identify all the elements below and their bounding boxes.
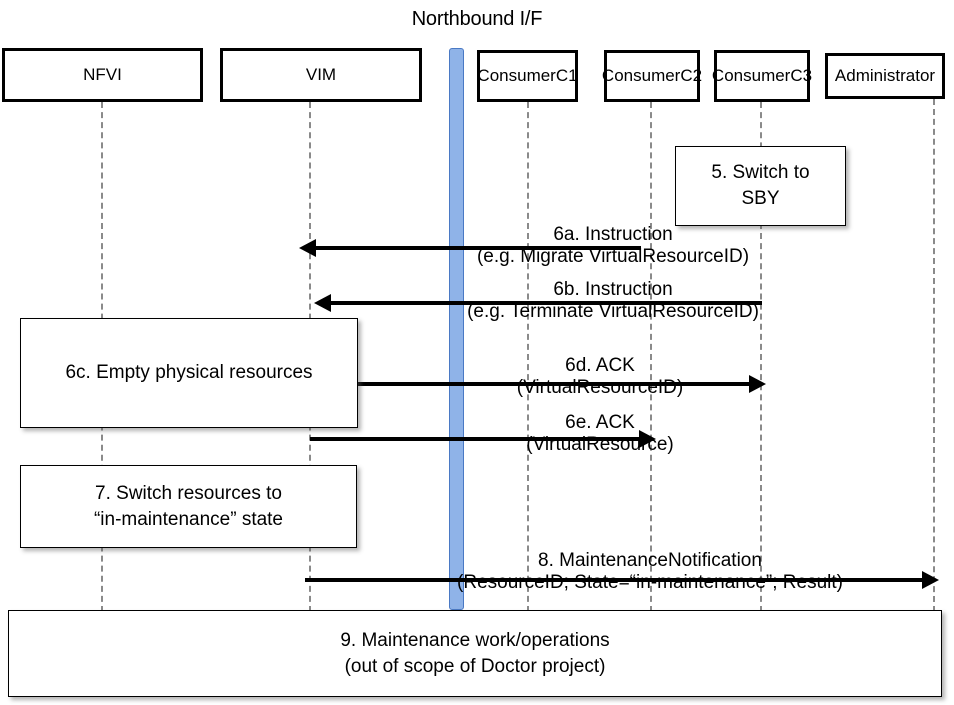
note-7[interactable]: 7. Switch resources to “in-maintenance” s… [20,465,357,548]
message-label-msg-6d: 6d. ACK(VirtualResourceID) [400,355,800,400]
lifeline-admin [933,99,935,612]
note-5[interactable]: 5. Switch to SBY [675,146,846,226]
arrowhead-msg-8 [922,571,939,589]
message-label-line2: (VirtualResource) [526,434,674,456]
message-label-line2: (e.g. Terminate VirtualResourceID) [467,301,759,323]
arrowhead-msg-6a [299,239,316,257]
message-label-line1: 6b. Instruction [553,279,673,300]
actor-label-line1: Consumer [601,66,681,86]
note-line2: SBY [741,188,780,209]
lifeline-c3 [760,102,762,612]
message-label-msg-6a: 6a. Instruction(e.g. Migrate VirtualReso… [333,224,893,269]
message-line-msg-6b [318,301,762,305]
note-line1: 7. Switch resources to [95,482,282,504]
arrowhead-msg-6b [314,294,331,312]
message-label-msg-6e: 6e. ACK(VirtualResource) [400,412,800,457]
message-label-line1: 6a. Instruction [553,224,673,245]
note-line2: “in-maintenance” state [93,508,284,530]
arrowhead-msg-6e [639,430,656,448]
note-line1: 6c. Empty physical resources [65,362,313,384]
message-line-msg-6d [358,382,762,386]
message-line-msg-6e [310,437,652,441]
lifeline-c2 [650,102,652,612]
actor-label-line2: C1 [555,66,578,86]
message-line-msg-6a [303,246,641,250]
actor-label-line1: Administrator [834,66,936,86]
message-label-line2: (e.g. Migrate VirtualResourceID) [476,246,750,268]
actor-box-vim[interactable]: VIM [220,48,422,102]
actor-label-line2: C2 [680,66,703,86]
actor-label-line1: VIM [305,65,337,85]
page-title: Northbound I/F [411,8,543,30]
note-9[interactable]: 9. Maintenance work/operations (out of sc… [8,610,942,697]
message-label-line2: (VirtualResourceID) [516,377,684,399]
message-line-msg-8 [305,578,935,582]
note-line1: 9. Maintenance work/operations [340,629,610,651]
northbound-interface-bar [449,48,464,610]
actor-label-line1: NFVI [83,65,122,85]
note-6c[interactable]: 6c. Empty physical resources [20,318,358,428]
note-line2: (out of scope of Doctor project) [344,655,606,677]
message-label-msg-8: 8. MaintenanceNotification(ResourceID; S… [340,550,954,595]
arrowhead-msg-6d [749,375,766,393]
lifeline-c1 [527,102,529,612]
actor-box-nfvi[interactable]: NFVI [2,48,203,102]
actor-label-line1: Consumer [711,66,791,86]
message-label-line1: 6d. ACK [565,355,635,376]
actor-label-line2: C3 [790,66,813,86]
actor-box-admin[interactable]: Administrator [825,53,945,99]
actor-label-line1: Consumer [477,66,556,86]
message-label-msg-6b: 6b. Instruction(e.g. Terminate VirtualRe… [333,279,893,324]
message-label-line1: 6e. ACK [565,412,635,433]
message-label-line1: 8. MaintenanceNotification [538,550,762,571]
message-label-line2: (ResourceID; State=“in-maintenance”; Res… [457,572,843,594]
note-line1: 5. Switch to [711,162,810,184]
